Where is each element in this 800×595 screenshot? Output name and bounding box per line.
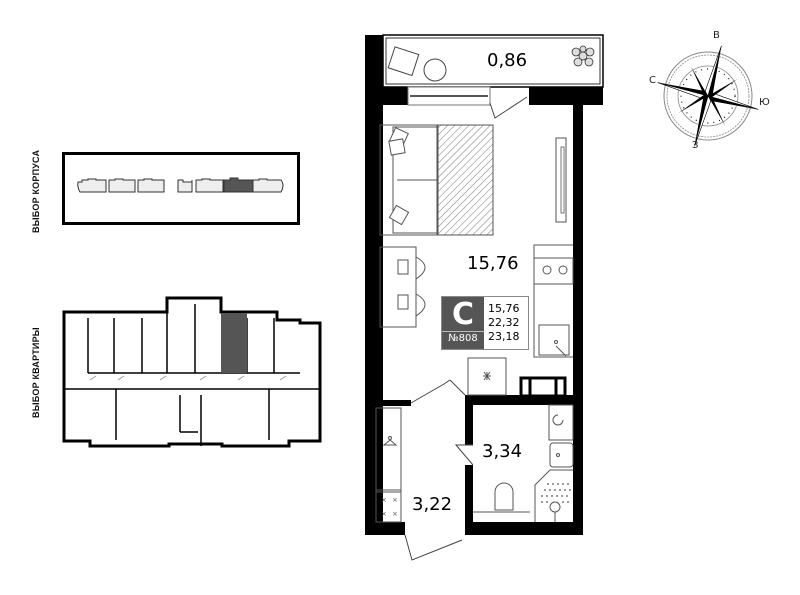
total-area-value: 22,32 [488,316,520,329]
building-selector-frame [62,152,300,225]
apartment-type-block: C №808 [442,297,484,349]
building-1[interactable] [77,178,107,193]
apartment-type-letter: C [451,297,475,332]
apartment-number: №808 [442,331,484,344]
living-area-value: 15,76 [488,302,520,315]
building-2[interactable] [108,178,136,193]
building-4[interactable] [177,179,193,193]
building-6-selected[interactable] [223,177,254,193]
svg-text:×: × [392,510,398,518]
apartment-info-badge: C №808 15,76 22,32 23,18 [441,296,529,350]
total-with-balcony-value: 23,18 [488,330,520,343]
svg-text:×: × [381,510,387,518]
bathroom-area-label: 3,34 [482,441,523,462]
building-7[interactable] [252,178,284,193]
apartment-areas: 15,76 22,32 23,18 [484,297,528,349]
compass-east-label: В [713,30,720,41]
compass-south-label: Ю [759,97,770,108]
compass-north-label: С [649,75,656,86]
svg-text:×: × [392,496,398,504]
svg-text:×: × [381,496,387,504]
building-5[interactable] [195,178,224,193]
compass-west-label: З [692,140,699,151]
building-3[interactable] [137,178,165,193]
main-room-area-label: 15,76 [467,253,519,274]
balcony-area-label: 0,86 [487,50,528,71]
hallway-area-label: 3,22 [412,494,453,515]
apartment-808-selected[interactable] [221,313,247,373]
